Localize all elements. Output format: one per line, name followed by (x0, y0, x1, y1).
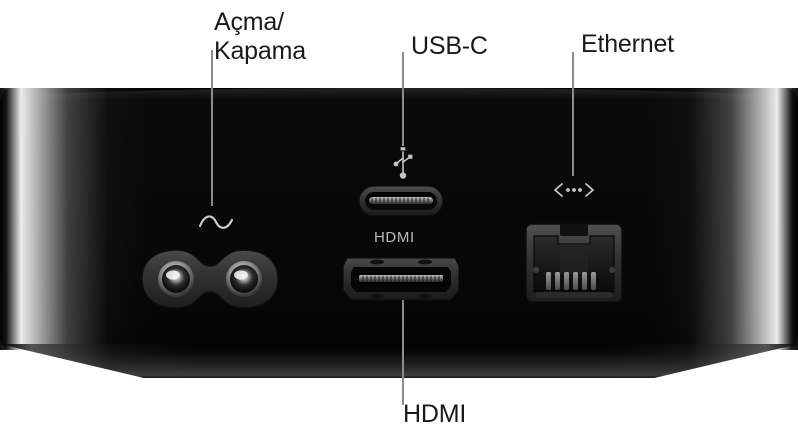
ethernet-rj45-port (524, 222, 624, 309)
ethernet-network-icon (552, 180, 596, 205)
callout-label-ethernet: Ethernet (581, 30, 674, 58)
device-left-edge-highlight (0, 88, 150, 350)
hdmi-port (341, 256, 461, 307)
callout-label-usbc: USB-C (411, 32, 488, 60)
leader-line-ethernet (572, 52, 574, 176)
device-right-edge-highlight (648, 88, 798, 350)
leader-line-power (211, 50, 213, 206)
callout-label-power: Açma/ Kapama (214, 8, 306, 65)
callout-label-hdmi: HDMI (403, 400, 467, 428)
usb-c-port (358, 185, 444, 222)
power-c7-figure8-port (140, 248, 280, 315)
leader-line-hdmi (402, 300, 404, 405)
apple-tv-device-body (0, 88, 798, 378)
device-top-rim-highlight (0, 88, 798, 100)
device-base-right-highlight (598, 344, 798, 378)
leader-line-usbc (402, 52, 404, 146)
hdmi-silkscreen-label: HDMI (374, 229, 415, 246)
device-base-left-highlight (0, 344, 200, 378)
ac-power-tilde-icon (196, 212, 236, 239)
usb-trident-icon (391, 146, 415, 185)
